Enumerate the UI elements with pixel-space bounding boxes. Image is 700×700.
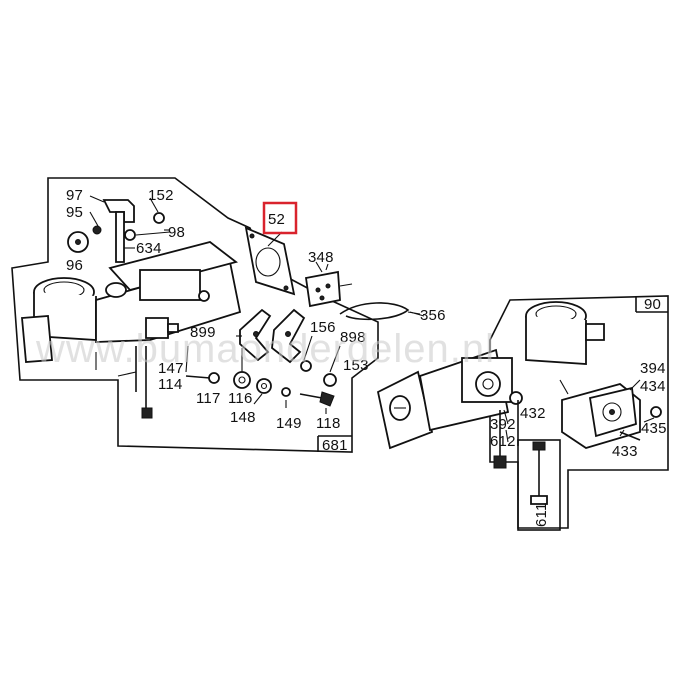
callout-95: 95	[66, 204, 83, 221]
callout-114: 114	[158, 376, 183, 393]
leader-lines	[117, 261, 655, 443]
screws-washers-row	[185, 371, 335, 407]
callout-117: 117	[196, 390, 221, 407]
callout-392: 392	[490, 416, 516, 433]
callout-147: 147	[158, 360, 184, 377]
panel-label-681: 681	[322, 437, 348, 454]
part-52-highlight-box	[262, 201, 298, 235]
callout-434: 434	[640, 378, 666, 395]
callout-394: 394	[640, 360, 666, 377]
callout-152: 152	[148, 187, 174, 204]
callout-432: 432	[520, 405, 546, 422]
throttle-levers	[236, 308, 337, 387]
bolt-611	[530, 441, 548, 505]
callout-98: 98	[168, 224, 185, 241]
callout-612: 612	[490, 433, 516, 450]
fuel-pump-right	[559, 379, 662, 449]
callout-116: 116	[228, 390, 253, 407]
part-356-spring	[339, 302, 421, 321]
callout-435: 435	[641, 420, 667, 437]
choke-bracket-group	[67, 195, 171, 263]
carburetor-body-right	[376, 301, 605, 469]
callout-148: 148	[230, 409, 256, 426]
gasket-52	[244, 226, 296, 296]
carburetor-body-left	[21, 241, 242, 419]
callout-118: 118	[316, 415, 341, 432]
watermark: www.bumaonderdelen.nl	[35, 327, 495, 371]
left-panel-outline	[11, 177, 379, 453]
callout-634: 634	[136, 240, 162, 257]
callout-153: 153	[343, 357, 369, 374]
bolt-panel-outline	[517, 439, 561, 531]
part-348-block	[304, 263, 353, 308]
panel-label-90: 90	[644, 296, 661, 313]
callout-356: 356	[420, 307, 446, 324]
callout-898: 898	[340, 329, 366, 346]
callout-97: 97	[66, 187, 83, 204]
callout-149: 149	[276, 415, 302, 432]
callout-96: 96	[66, 257, 83, 274]
callout-labels: 97 95 96 152 98 634 52 348 356 899 156 8…	[66, 187, 667, 460]
callout-52: 52	[268, 211, 285, 228]
callout-348: 348	[308, 249, 334, 266]
callout-156: 156	[310, 319, 336, 336]
panel-label-611: 611	[533, 502, 550, 527]
callout-433: 433	[612, 443, 638, 460]
panel-labels: 681 90 611	[317, 296, 668, 527]
callout-899: 899	[190, 324, 216, 341]
